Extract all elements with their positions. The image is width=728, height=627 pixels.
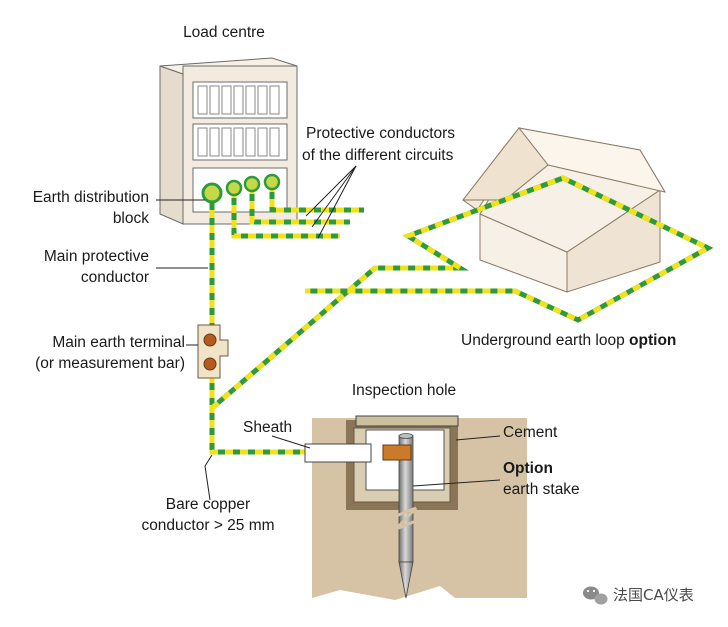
label-protective-line1: Protective conductors bbox=[306, 125, 455, 142]
main-earth-terminal bbox=[197, 324, 229, 379]
label-main-earth-line2: (or measurement bar) bbox=[35, 355, 185, 372]
leader-lines bbox=[156, 165, 501, 501]
label-main-prot-line1: Main protective bbox=[44, 248, 149, 265]
distribution-terminals bbox=[201, 173, 281, 204]
label-inspection-hole: Inspection hole bbox=[352, 382, 456, 399]
label-cement: Cement bbox=[503, 424, 558, 441]
label-bare-line2: conductor > 25 mm bbox=[141, 517, 274, 534]
label-underground-option: option bbox=[629, 332, 676, 349]
label-bare-line1: Bare copper bbox=[166, 496, 250, 513]
breaker-row-bottom bbox=[192, 123, 288, 161]
label-underground-loop: Underground earth loop option bbox=[461, 332, 676, 349]
label-earth-dist-line2: block bbox=[113, 210, 149, 227]
label-earth-dist-line1: Earth distribution bbox=[33, 189, 149, 206]
label-option: Option bbox=[503, 460, 553, 477]
breaker-row-top bbox=[192, 81, 288, 119]
sheath bbox=[304, 443, 372, 463]
label-underground-prefix: Underground earth loop bbox=[461, 332, 629, 349]
watermark-text: 法国CA仪表 bbox=[613, 586, 694, 604]
label-protective-line2: of the different circuits bbox=[302, 147, 454, 164]
label-sheath: Sheath bbox=[243, 419, 292, 436]
label-earth-stake: earth stake bbox=[503, 481, 580, 498]
label-main-prot-line2: conductor bbox=[81, 269, 149, 286]
earth-conductors bbox=[209, 175, 714, 455]
watermark: 法国CA仪表 bbox=[583, 586, 694, 605]
stake-clamp bbox=[382, 444, 412, 461]
label-main-earth-line1: Main earth terminal bbox=[52, 334, 185, 351]
earth-stake bbox=[394, 433, 418, 599]
label-load-centre: Load centre bbox=[183, 24, 265, 41]
wechat-icon bbox=[583, 586, 608, 605]
load-centre-cabinet bbox=[159, 57, 298, 225]
inspection-hole-lid bbox=[355, 415, 459, 427]
